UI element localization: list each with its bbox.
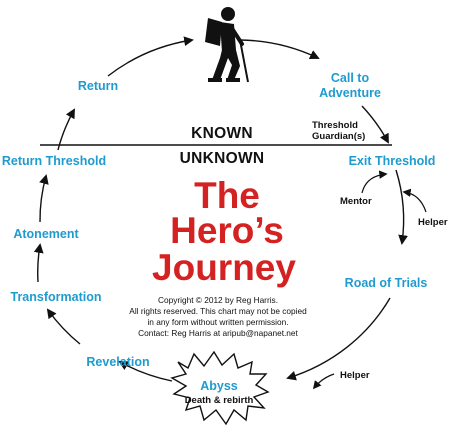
- stage-call-to-adventure-line2: Adventure: [319, 86, 381, 100]
- arc-right-middle: [395, 169, 408, 245]
- stage-call-to-adventure-line1: Call to: [331, 71, 370, 85]
- arc-top-left: [107, 36, 194, 77]
- arc-top-right: [239, 39, 320, 60]
- arc-right-upper: [361, 105, 389, 144]
- arc-left-mid-upper: [39, 174, 49, 223]
- copyright-line4: Contact: Reg Harris at aripub@napanet.ne…: [138, 328, 298, 338]
- copyright-line1: Copyright © 2012 by Reg Harris.: [158, 295, 278, 305]
- arc-left-lower: [46, 308, 81, 345]
- copyright-line2: All rights reserved. This chart may not …: [129, 306, 307, 316]
- stage-revelation: Revelation: [86, 355, 149, 369]
- threshold-guardian-line1: Threshold: [312, 120, 358, 131]
- stage-road-of-trials: Road of Trials: [345, 276, 428, 290]
- title-line1: The: [194, 175, 260, 216]
- unknown-label: UNKNOWN: [180, 150, 265, 167]
- stage-atonement: Atonement: [13, 227, 79, 241]
- helper-lower-arrow: [312, 373, 335, 390]
- stage-abyss: Abyss: [200, 379, 238, 393]
- stage-transformation: Transformation: [11, 290, 102, 304]
- threshold-guardian-line2: Guardian(s): [312, 131, 365, 142]
- copyright-line3: in any form without written permission.: [147, 317, 288, 327]
- helper-upper-label: Helper: [418, 217, 448, 228]
- arc-left-middle: [33, 243, 44, 283]
- arc-left-upper: [57, 108, 75, 151]
- title-line2: Hero’s: [170, 210, 284, 251]
- starburst-icon: [170, 350, 270, 426]
- arc-bottom-left: [118, 361, 173, 382]
- hiker-icon: [205, 7, 249, 83]
- title-line3: Journey: [152, 247, 296, 288]
- arc-right-lower: [286, 297, 391, 381]
- stage-exit-threshold: Exit Threshold: [349, 154, 436, 168]
- mentor-label: Mentor: [340, 196, 372, 207]
- stage-return: Return: [78, 79, 118, 93]
- known-label: KNOWN: [191, 125, 253, 142]
- abyss-subtitle: Death & rebirth: [185, 395, 254, 406]
- helper-upper-arrow: [402, 188, 427, 213]
- helper-lower-label: Helper: [340, 370, 370, 381]
- journey-circle: [33, 36, 408, 382]
- mentor-arrow: [361, 170, 388, 194]
- stage-return-threshold: Return Threshold: [2, 154, 106, 168]
